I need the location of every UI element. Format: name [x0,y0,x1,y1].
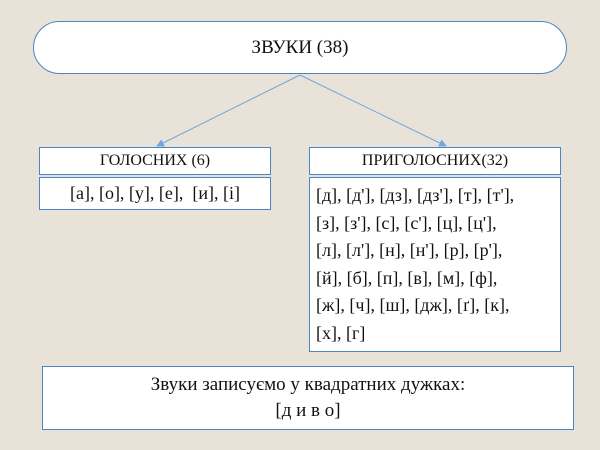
note-line-2: [д и в о] [275,400,341,421]
vowels-header: ГОЛОСНИХ (6) [39,147,271,175]
notation-note: Звуки записуємо у квадратних дужках: [д … [42,366,574,430]
consonants-header: ПРИГОЛОСНИХ(32) [309,147,561,175]
arrow-to-vowels [156,74,301,147]
note-line-1: Звуки записуємо у квадратних дужках: [150,374,466,395]
arrow-to-consonants [299,74,447,147]
vowels-title: ГОЛОСНИХ (6) [99,152,211,169]
consonants-line: [й], [б], [п], [в], [м], [ф], [316,267,498,288]
consonants-title: ПРИГОЛОСНИХ(32) [361,152,509,169]
root-node-sounds: ЗВУКИ (38) [33,21,567,74]
consonants-line: [х], [г] [316,322,366,343]
consonants-line: [ж], [ч], [ш], [дж], [ґ], [к], [316,295,510,315]
consonants-list: [д], [д'], [дз], [дз'], [т], [т'], [з], … [309,177,561,352]
consonants-line: [л], [л'], [н], [н'], [р], [р'], [316,240,503,260]
root-label: ЗВУКИ (38) [251,36,349,58]
vowels-list-text: [а], [о], [у], [е], [и], [і] [69,183,241,203]
consonants-line: [д], [д'], [дз], [дз'], [т], [т'], [316,185,515,205]
consonants-line: [з], [з'], [с], [с'], [ц], [ц'], [316,212,497,233]
vowels-list: [а], [о], [у], [е], [и], [і] [39,177,271,210]
